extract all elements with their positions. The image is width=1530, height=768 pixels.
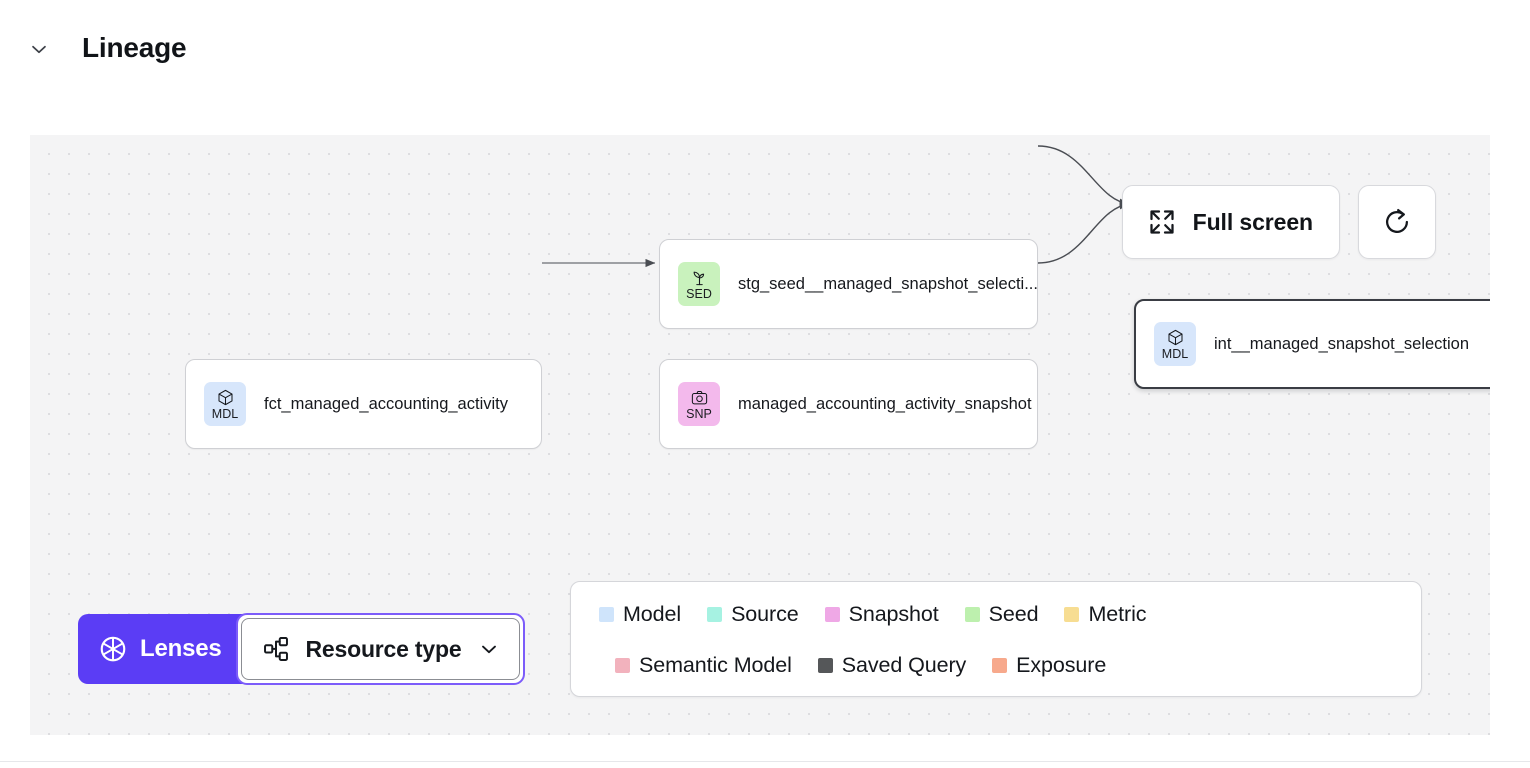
node-badge-snp: SNP	[678, 382, 720, 426]
legend-item-seed: Seed	[965, 602, 1039, 627]
legend-swatch-model	[599, 607, 614, 622]
graph-node-stg-seed-managed-snapshot-selection[interactable]: SED stg_seed__managed_snapshot_selecti..…	[659, 239, 1038, 329]
legend-item-saved-query: Saved Query	[818, 653, 966, 678]
node-label: managed_accounting_activity_snapshot	[738, 395, 1032, 414]
edge-snapshot-to-int	[1038, 204, 1130, 263]
legend-swatch-snapshot	[825, 607, 840, 622]
graph-node-int-managed-snapshot-selection[interactable]: MDL int__managed_snapshot_selection	[1134, 299, 1490, 389]
node-badge-mdl: MDL	[204, 382, 246, 426]
legend-item-snapshot: Snapshot	[825, 602, 939, 627]
legend-label-semantic-model: Semantic Model	[639, 653, 792, 678]
legend-swatch-metric	[1064, 607, 1079, 622]
refresh-button[interactable]	[1358, 185, 1436, 259]
aperture-icon	[98, 634, 128, 664]
lenses-button[interactable]: Lenses	[78, 614, 244, 684]
legend-item-semantic-model: Semantic Model	[615, 653, 792, 678]
refresh-icon	[1381, 206, 1413, 238]
legend-label-snapshot: Snapshot	[849, 602, 939, 627]
graph-node-fct-managed-accounting-activity[interactable]: MDL fct_managed_accounting_activity	[185, 359, 542, 449]
sprout-icon	[690, 268, 709, 287]
node-label: stg_seed__managed_snapshot_selecti...	[738, 275, 1038, 294]
node-badge-abbr: MDL	[1162, 348, 1188, 361]
legend-item-source: Source	[707, 602, 799, 627]
node-badge-abbr: SNP	[686, 408, 712, 421]
chevron-down-icon	[28, 38, 50, 60]
legend-item-model: Model	[599, 602, 681, 627]
resource-type-label: Resource type	[306, 636, 462, 663]
lineage-canvas[interactable]: MDL fct_managed_accounting_activity SED …	[30, 135, 1490, 735]
expand-icon	[1147, 207, 1177, 237]
cube-icon	[216, 388, 235, 407]
legend-label-model: Model	[623, 602, 681, 627]
lineage-header: Lineage	[0, 0, 1530, 100]
canvas-controls: Full screen	[1122, 185, 1436, 259]
legend-swatch-saved-query	[818, 658, 833, 673]
collapse-toggle[interactable]	[26, 36, 52, 62]
chevron-down-icon	[477, 637, 501, 661]
legend-label-saved-query: Saved Query	[842, 653, 966, 678]
node-badge-sed: SED	[678, 262, 720, 306]
fullscreen-label: Full screen	[1193, 209, 1313, 236]
legend-row-1: Model Source Snapshot Seed Metric	[599, 602, 1393, 627]
legend-item-metric: Metric	[1064, 602, 1146, 627]
camera-icon	[690, 388, 709, 407]
legend-label-metric: Metric	[1088, 602, 1146, 627]
node-label: int__managed_snapshot_selection	[1214, 335, 1469, 354]
legend-swatch-exposure	[992, 658, 1007, 673]
fullscreen-button[interactable]: Full screen	[1122, 185, 1340, 259]
lineage-legend: Model Source Snapshot Seed Metric S	[570, 581, 1422, 697]
legend-swatch-source	[707, 607, 722, 622]
node-badge-abbr: MDL	[212, 408, 238, 421]
legend-label-exposure: Exposure	[1016, 653, 1106, 678]
resource-type-dropdown[interactable]: Resource type	[241, 618, 521, 680]
legend-item-exposure: Exposure	[992, 653, 1106, 678]
footer-divider	[0, 761, 1530, 762]
hierarchy-icon	[262, 635, 290, 663]
page-title: Lineage	[82, 32, 186, 64]
edge-seed-to-int	[1038, 146, 1130, 204]
legend-swatch-semantic-model	[615, 658, 630, 673]
cube-icon	[1166, 328, 1185, 347]
node-label: fct_managed_accounting_activity	[264, 395, 508, 414]
lenses-toolbar: Lenses Resource type	[78, 613, 525, 685]
resource-type-focus-ring: Resource type	[236, 613, 526, 685]
legend-label-seed: Seed	[989, 602, 1039, 627]
legend-row-2: Semantic Model Saved Query Exposure	[599, 653, 1393, 678]
lenses-label: Lenses	[140, 635, 222, 663]
legend-swatch-seed	[965, 607, 980, 622]
node-badge-mdl: MDL	[1154, 322, 1196, 366]
node-badge-abbr: SED	[686, 288, 712, 301]
graph-node-managed-accounting-activity-snapshot[interactable]: SNP managed_accounting_activity_snapshot	[659, 359, 1038, 449]
legend-label-source: Source	[731, 602, 799, 627]
